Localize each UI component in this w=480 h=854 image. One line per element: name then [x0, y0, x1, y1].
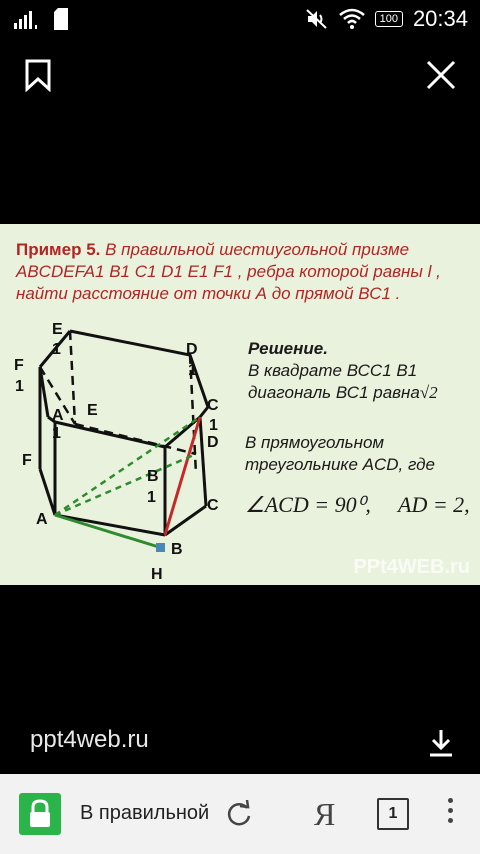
slide-image[interactable]: Пример 5. В правильной шестиугольной при…: [0, 224, 480, 585]
bookmark-icon[interactable]: [22, 58, 54, 92]
vertex-label-b1: B: [147, 468, 159, 485]
vertex-label-f: F: [22, 452, 32, 469]
vertex-label-d1-sub: 1: [188, 362, 197, 379]
vertex-label-c1: C: [207, 397, 219, 414]
vertex-label-e1-sub: 1: [52, 341, 61, 358]
vertex-label-a: A: [36, 511, 48, 528]
vertex-label-d1: D: [186, 341, 198, 358]
watermark: PPt4WEB.ru: [353, 556, 470, 578]
tabs-counter-button[interactable]: 1: [377, 798, 409, 830]
triangle-text: В прямоугольном треугольнике ACD, где: [245, 433, 436, 474]
vertex-label-a1-sub: 1: [52, 425, 61, 442]
yandex-button[interactable]: Я: [314, 796, 336, 832]
solution-text: Решение. В квадрате ВСС1 В1 диагональ ВС…: [248, 339, 438, 402]
overflow-menu-icon[interactable]: [444, 798, 456, 830]
slide-title: Пример 5. В правильной шестиугольной при…: [16, 240, 441, 303]
source-site-link[interactable]: ppt4web.ru: [30, 726, 149, 753]
download-icon[interactable]: [428, 728, 454, 758]
vertex-label-b: B: [171, 541, 183, 558]
wifi-icon: [338, 8, 365, 29]
battery-indicator: 100: [374, 11, 403, 27]
reload-icon[interactable]: [226, 800, 252, 828]
sim-card-icon: [54, 8, 68, 30]
vertex-label-a1: A: [52, 407, 64, 424]
formula-angle: ∠ACD = 90⁰,: [245, 492, 371, 517]
vertex-label-f1-sub: 1: [15, 378, 24, 395]
mute-icon: [305, 9, 327, 29]
clock: 20:34: [412, 6, 468, 31]
vertex-label-e: E: [87, 402, 98, 419]
address-bar-query[interactable]: В правильной: [80, 802, 210, 824]
vertex-label-b1-sub: 1: [147, 489, 156, 506]
viewer-topbar: [0, 48, 480, 104]
vertex-label-c1-sub: 1: [209, 417, 218, 434]
vertex-label-e1: E: [52, 321, 63, 338]
lock-icon: [30, 799, 50, 827]
status-bar: 100 20:34: [0, 0, 480, 40]
signal-icon: [14, 11, 37, 29]
vertex-label-c: C: [207, 497, 219, 514]
secure-lock-button[interactable]: [19, 793, 61, 835]
vertex-label-f1: F: [14, 357, 24, 374]
vertex-label-h: H: [151, 566, 163, 583]
vertex-label-d: D: [207, 434, 219, 451]
close-icon[interactable]: [424, 58, 458, 92]
prism-diagram: [38, 329, 210, 552]
browser-bottom-bar: В правильной Я 1: [0, 774, 480, 854]
formula-ad: AD = 2,: [398, 492, 470, 517]
